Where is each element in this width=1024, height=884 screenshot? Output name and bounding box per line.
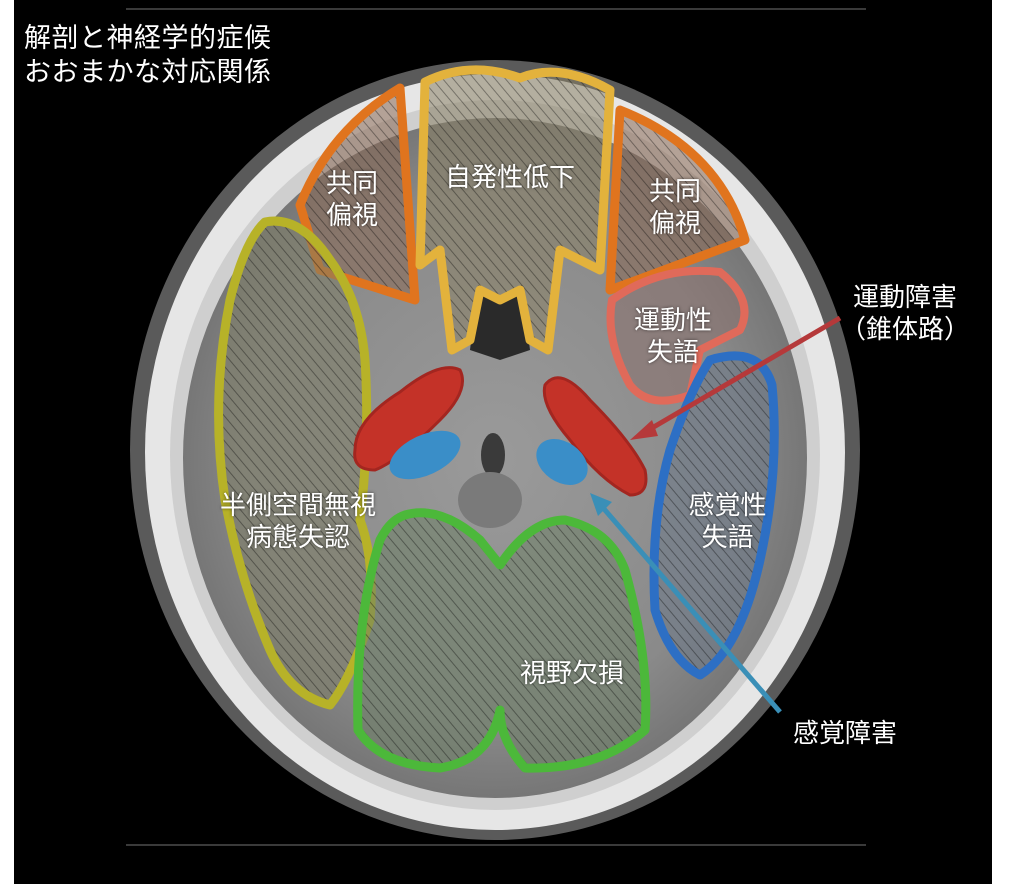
figure-title: 解剖と神経学的症候 おおまかな対応関係 bbox=[24, 22, 272, 90]
region-abulia bbox=[415, 65, 615, 355]
thalamus-right bbox=[536, 439, 588, 485]
third-ventricle bbox=[481, 433, 505, 477]
region-motor-aphasia bbox=[606, 266, 749, 405]
frontal-horns bbox=[470, 285, 530, 360]
region-conjugate-deviation-left bbox=[295, 83, 420, 305]
sensory-callout-arrow bbox=[596, 500, 782, 714]
region-visual-field-defect bbox=[353, 508, 651, 773]
region-conjugate-deviation-right bbox=[605, 105, 750, 295]
label-conjugate-deviation-right: 共同 偏視 bbox=[648, 177, 701, 239]
region-hemispatial-neglect bbox=[214, 216, 376, 710]
midbrain bbox=[458, 472, 522, 528]
label-abulia: 自発性低下 bbox=[444, 163, 575, 193]
label-motor-aphasia: 運動性 失語 bbox=[633, 306, 712, 368]
label-sensory-aphasia: 感覚性 失語 bbox=[688, 491, 767, 553]
callout-sensory-label: 感覚障害 bbox=[792, 719, 897, 749]
top-divider bbox=[126, 8, 866, 10]
title-line-2: おおまかな対応関係 bbox=[24, 57, 272, 88]
region-sensory-aphasia bbox=[649, 351, 779, 680]
label-hemispatial-neglect: 半側空間無視 病態失認 bbox=[219, 491, 376, 553]
bottom-divider bbox=[126, 844, 866, 846]
internal-capsule-right bbox=[542, 376, 648, 497]
internal-capsule-left bbox=[353, 366, 464, 472]
sensory-callout-arrowhead bbox=[590, 493, 612, 516]
motor-callout-arrowhead bbox=[630, 420, 658, 440]
label-visual-field-defect: 視野欠損 bbox=[519, 659, 624, 689]
title-line-1: 解剖と神経学的症候 bbox=[24, 23, 272, 54]
callout-motor-label: 運動障害 （錐体路） bbox=[840, 283, 971, 345]
motor-callout-arrow bbox=[638, 315, 842, 438]
thalamus-left bbox=[389, 430, 461, 480]
label-conjugate-deviation-left: 共同 偏視 bbox=[325, 169, 378, 231]
